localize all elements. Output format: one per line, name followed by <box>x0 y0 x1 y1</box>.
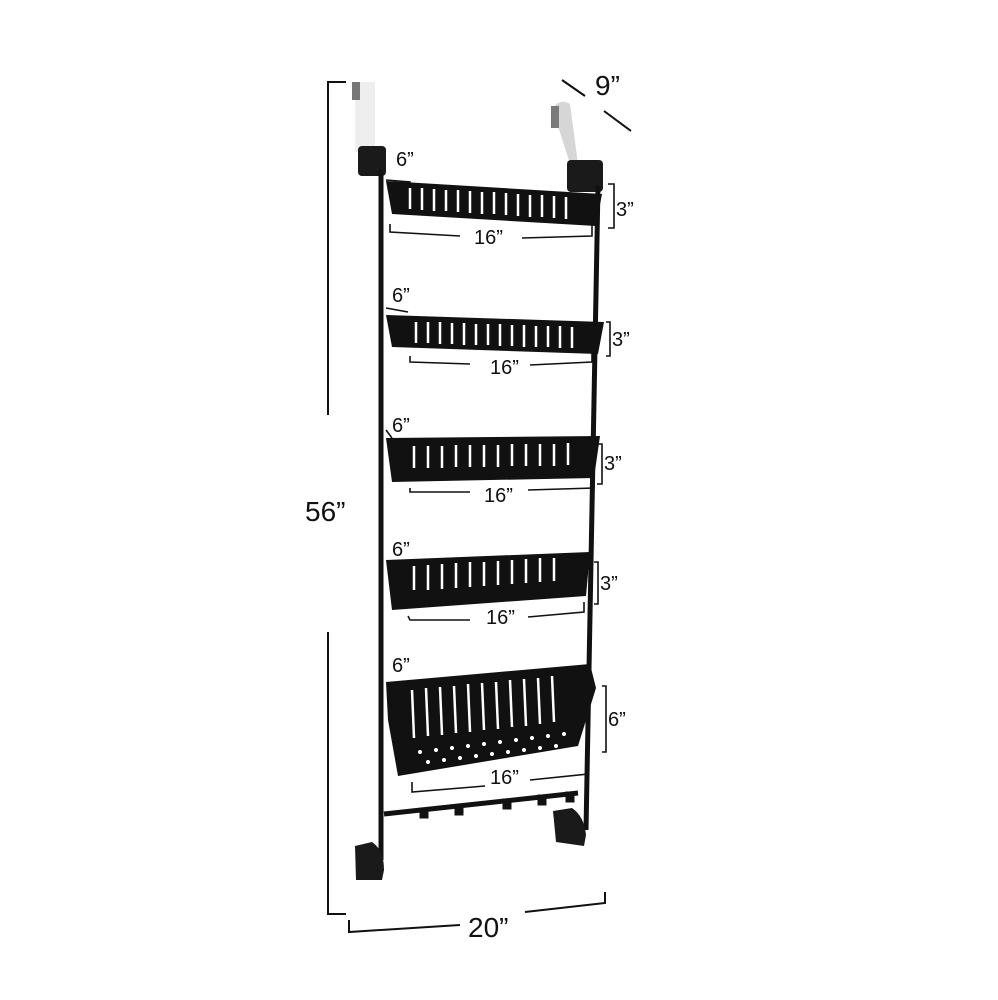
hook-bar <box>383 790 579 819</box>
basket-1 <box>386 181 602 226</box>
basket-3 <box>386 436 600 482</box>
overall-height-label: 56” <box>305 496 346 527</box>
depth-dimension-line <box>561 79 632 132</box>
frame-rails <box>378 170 601 860</box>
basket-3-width: 16” <box>484 485 513 507</box>
basket-2-height: 3” <box>612 329 630 351</box>
overall-width-label: 20” <box>468 912 509 943</box>
basket-1-width: 16” <box>474 227 503 249</box>
basket-1-height: 3” <box>616 199 634 221</box>
height-dimension-line <box>327 81 346 915</box>
basket-dimension-lines <box>385 179 615 793</box>
basket-5-height: 6” <box>608 709 626 731</box>
door-hooks <box>352 82 603 192</box>
basket-4-width: 16” <box>486 607 515 629</box>
basket-2-width: 16” <box>490 357 519 379</box>
bottom-bumpers <box>355 808 586 880</box>
basket-4-depth: 6” <box>392 539 410 561</box>
basket-2 <box>386 315 604 354</box>
basket-1-depth: 6” <box>396 149 414 171</box>
basket-5-depth: 6” <box>392 655 410 677</box>
basket-5-width: 16” <box>490 767 519 789</box>
basket-4-height: 3” <box>600 573 618 595</box>
basket-3-height: 3” <box>604 453 622 475</box>
basket-4 <box>386 552 590 610</box>
width-dimension-line <box>348 892 606 934</box>
basket-5 <box>386 664 596 776</box>
basket-2-depth: 6” <box>392 285 410 307</box>
depth-label: 9” <box>595 70 620 101</box>
basket-3-depth: 6” <box>392 415 410 437</box>
